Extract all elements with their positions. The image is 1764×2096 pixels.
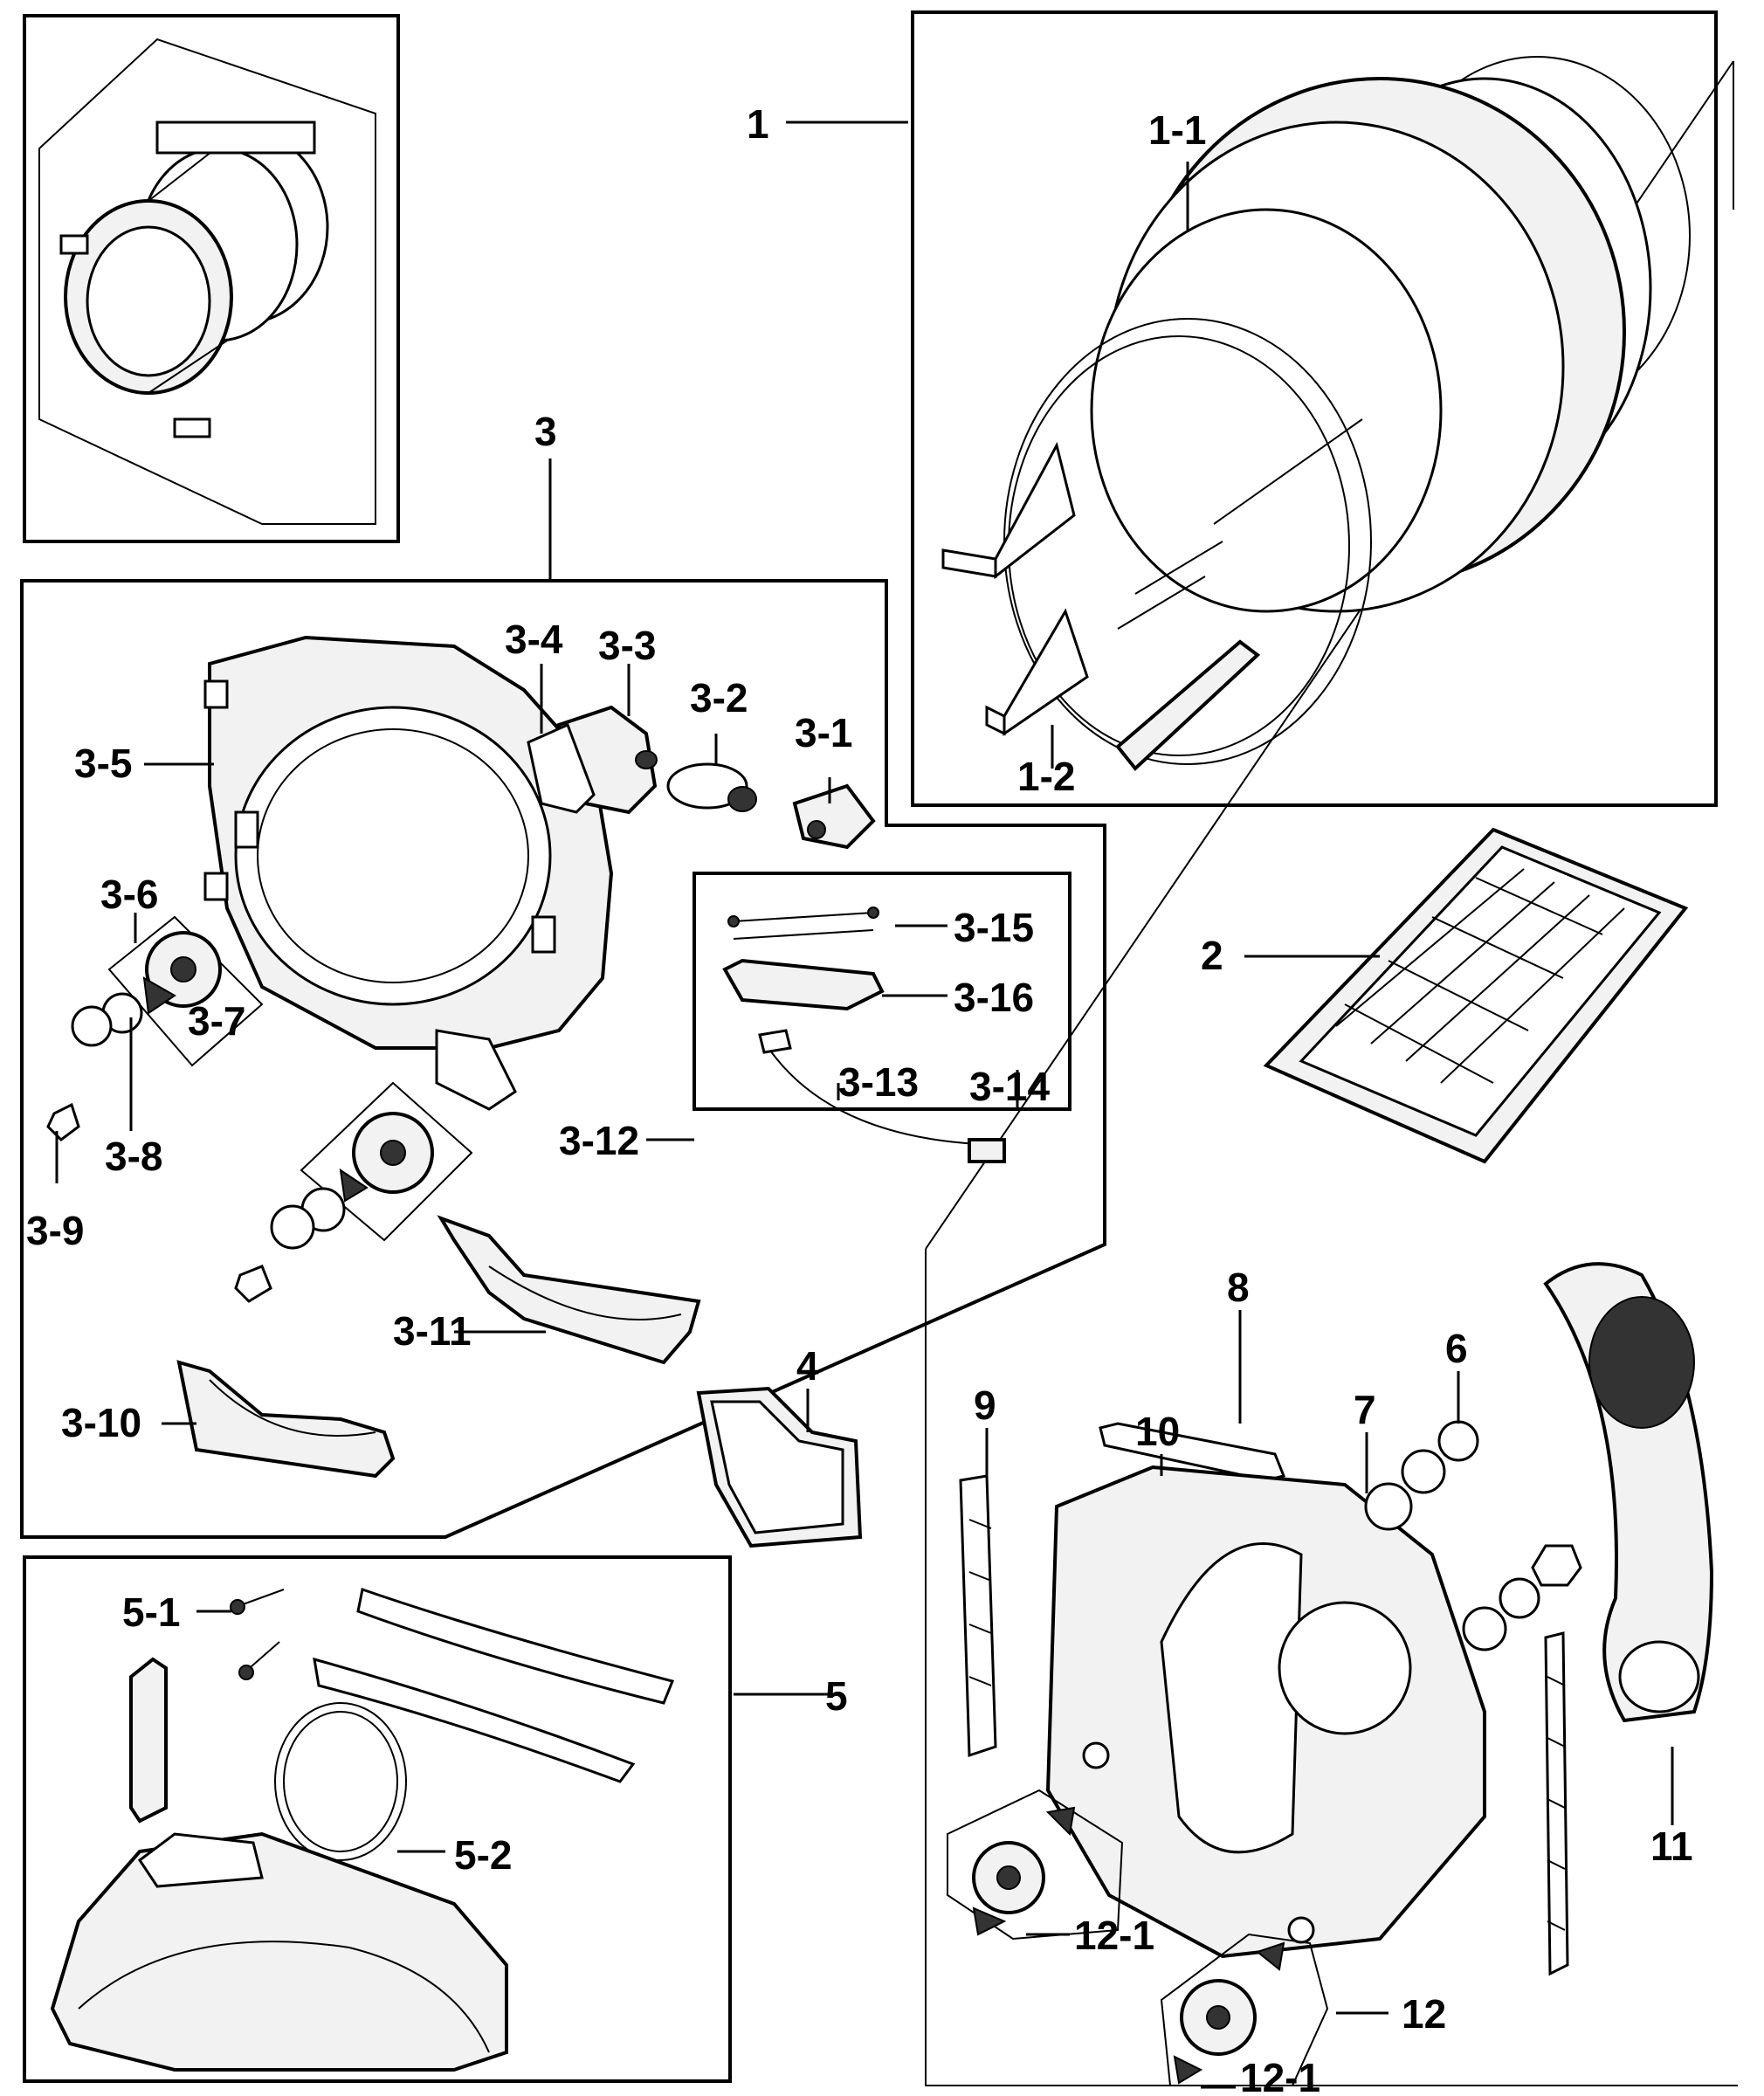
front-roller-group-2 (234, 1081, 473, 1303)
callout-12-1-right: 12-1 (1240, 2055, 1320, 2096)
rear-roller-left (947, 1789, 1124, 1941)
callout-1-1: 1-1 (1148, 107, 1206, 153)
rear-assembly-frame (925, 1249, 1738, 2086)
lamp-socket (792, 783, 876, 850)
lamp-bulb (666, 762, 757, 812)
callout-3-5: 3-5 (74, 741, 132, 786)
leader-lines (55, 121, 1674, 2089)
callout-12: 12 (1402, 1991, 1446, 2037)
callout-3-16: 3-16 (954, 975, 1034, 1020)
lamp-cover (527, 722, 596, 814)
callout-3-11: 3-11 (393, 1308, 472, 1354)
callout-10: 10 (1135, 1409, 1180, 1454)
front-frame-housing (203, 635, 614, 1111)
callout-3-2: 3-2 (690, 675, 748, 720)
callout-1: 1 (747, 101, 769, 147)
overview-assembly (38, 38, 376, 525)
rear-washer-group (1364, 1420, 1582, 1651)
front-duct-seal (696, 1386, 863, 1548)
drum-lifter-3 (1115, 639, 1261, 771)
callout-9: 9 (974, 1382, 996, 1428)
callout-3-4: 3-4 (505, 617, 563, 662)
lint-filter (1263, 827, 1689, 1164)
wire-harness-parts (722, 907, 1006, 1163)
rear-duct (1543, 1262, 1714, 1723)
callout-3-10: 3-10 (61, 1400, 141, 1445)
front-support-bracket (176, 1360, 396, 1479)
callout-3-9: 3-9 (26, 1208, 84, 1253)
callout-6: 6 (1445, 1326, 1468, 1371)
callout-11: 11 (1650, 1824, 1693, 1869)
callout-3-13: 3-13 (838, 1059, 919, 1105)
drum-assembly-frame (911, 10, 1718, 807)
callout-7: 7 (1354, 1387, 1376, 1432)
callout-5: 5 (825, 1673, 848, 1719)
rear-left-support (959, 1474, 997, 1758)
callout-2: 2 (1201, 933, 1223, 978)
duct-assembly-parts (50, 1588, 675, 2072)
rear-roller-right (1160, 1933, 1329, 2086)
callout-3-3: 3-3 (598, 623, 656, 668)
drum-lifter-1 (941, 441, 1076, 580)
callout-3-1: 3-1 (795, 710, 852, 755)
callout-3-12: 3-12 (559, 1118, 639, 1163)
duct-assembly-frame (23, 1555, 732, 2083)
overview-frame (23, 14, 400, 543)
callout-5-1: 5-1 (122, 1589, 180, 1635)
callout-4: 4 (796, 1343, 819, 1389)
rear-panel (1045, 1465, 1486, 1959)
callout-12-1-left: 12-1 (1074, 1913, 1154, 1958)
callout-5-2: 5-2 (454, 1832, 512, 1878)
callout-3: 3 (534, 409, 557, 454)
callout-3-14: 3-14 (969, 1064, 1050, 1109)
callout-3-15: 3-15 (954, 905, 1034, 950)
drum-lifter-2 (985, 608, 1089, 736)
front-roller-group (46, 915, 264, 1141)
rear-right-support (1544, 1631, 1569, 1976)
callout-8: 8 (1227, 1265, 1250, 1310)
callout-1-2: 1-2 (1017, 754, 1075, 799)
front-glide-bracket (437, 1215, 701, 1365)
drum-assembly (941, 56, 1691, 771)
callout-3-6: 3-6 (100, 872, 158, 917)
callout-3-7: 3-7 (188, 998, 245, 1044)
callout-3-8: 3-8 (105, 1134, 162, 1179)
rear-bearing-bracket (1099, 1422, 1286, 1482)
front-frame-assembly-frame (20, 579, 1106, 1539)
